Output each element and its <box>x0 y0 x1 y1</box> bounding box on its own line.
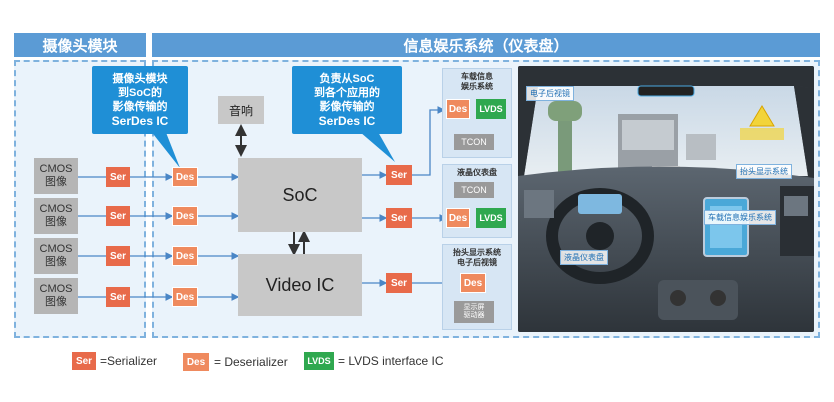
tcon-chip: TCON <box>454 182 494 198</box>
hud-title: 抬头显示系统 电子后视镜 <box>453 248 501 267</box>
serializer-chip: Ser <box>106 206 130 226</box>
label-electronic-mirror: 电子后视镜 <box>526 86 574 101</box>
legend-des-chip: Des <box>182 352 210 372</box>
label-ivi: 车载信息娱乐系统 <box>704 210 776 225</box>
cmos-sublabel: 图像 <box>45 176 67 188</box>
car-interior-image: 电子后视镜 抬头显示系统 车载信息娱乐系统 液晶仪表盘 <box>518 66 814 332</box>
car-interior-illustration <box>518 66 814 332</box>
legend-lvds: LVDS = LVDS interface IC <box>304 352 444 370</box>
lvds-chip: LVDS <box>476 99 506 119</box>
deserializer-chip: Des <box>446 99 470 119</box>
callout-left-line2: 到SoC的 <box>118 87 162 99</box>
tcon-chip: TCON <box>454 134 494 150</box>
legend-serializer: Ser =Serializer <box>72 352 157 370</box>
cmos-sublabel: 图像 <box>45 256 67 268</box>
camera-module-header: 摄像头模块 <box>14 33 146 57</box>
serializer-chip: Ser <box>386 165 412 185</box>
callout-right-line3: 影像传输的 <box>319 101 375 113</box>
cmos-label: CMOS <box>39 243 73 255</box>
cmos-label: CMOS <box>39 203 73 215</box>
callout-left-line3: 影像传输的 <box>112 101 168 113</box>
serializer-chip: Ser <box>106 167 130 187</box>
legend-ser-text: =Serializer <box>100 354 158 368</box>
infotainment-header: 信息娱乐系统（仪表盘） <box>152 33 820 57</box>
cmos-label: CMOS <box>39 283 73 295</box>
soc-block: SoC <box>238 158 362 232</box>
serializer-chip: Ser <box>106 246 130 266</box>
deserializer-chip: Des <box>446 208 470 228</box>
label-cluster: 液晶仪表盘 <box>560 250 608 265</box>
soc-serdes-callout: 负责从SoC 到各个应用的 影像传输的 SerDes IC <box>292 66 402 134</box>
cluster-title: 液晶仪表盘 <box>457 168 497 177</box>
serializer-chip: Ser <box>106 287 130 307</box>
serializer-chip: Ser <box>386 273 412 293</box>
legend-ser-chip: Ser <box>72 352 96 370</box>
audio-block: 音响 <box>218 96 264 124</box>
deserializer-chip: Des <box>172 167 198 187</box>
serializer-chip: Ser <box>386 208 412 228</box>
cmos-sublabel: 图像 <box>45 296 67 308</box>
deserializer-chip: Des <box>460 273 486 293</box>
lvds-chip: LVDS <box>476 208 506 228</box>
deserializer-chip: Des <box>172 287 198 307</box>
display-driver-chip: 显示屏 驱动器 <box>454 301 494 323</box>
legend-des-text: = Deserializer <box>214 355 288 369</box>
callout-right-line2: 到各个应用的 <box>314 87 380 99</box>
legend-deserializer: Des = Deserializer <box>182 352 288 372</box>
callout-right-bold: SerDes IC <box>318 114 376 128</box>
legend-lvds-chip: LVDS <box>304 352 334 370</box>
cmos-label: CMOS <box>39 163 73 175</box>
label-hud: 抬头显示系统 <box>736 164 792 179</box>
callout-right-line1: 负责从SoC <box>319 73 375 85</box>
callout-left-bold: SerDes IC <box>111 114 169 128</box>
camera-serdes-callout: 摄像头模块 到SoC的 影像传输的 SerDes IC <box>92 66 188 134</box>
ivi-title: 车载信息 娱乐系统 <box>461 72 493 91</box>
video-ic-block: Video IC <box>238 254 362 316</box>
deserializer-chip: Des <box>172 246 198 266</box>
deserializer-chip: Des <box>172 206 198 226</box>
callout-left-line1: 摄像头模块 <box>112 73 168 85</box>
cmos-sublabel: 图像 <box>45 216 67 228</box>
legend-lvds-text: = LVDS interface IC <box>338 354 444 368</box>
